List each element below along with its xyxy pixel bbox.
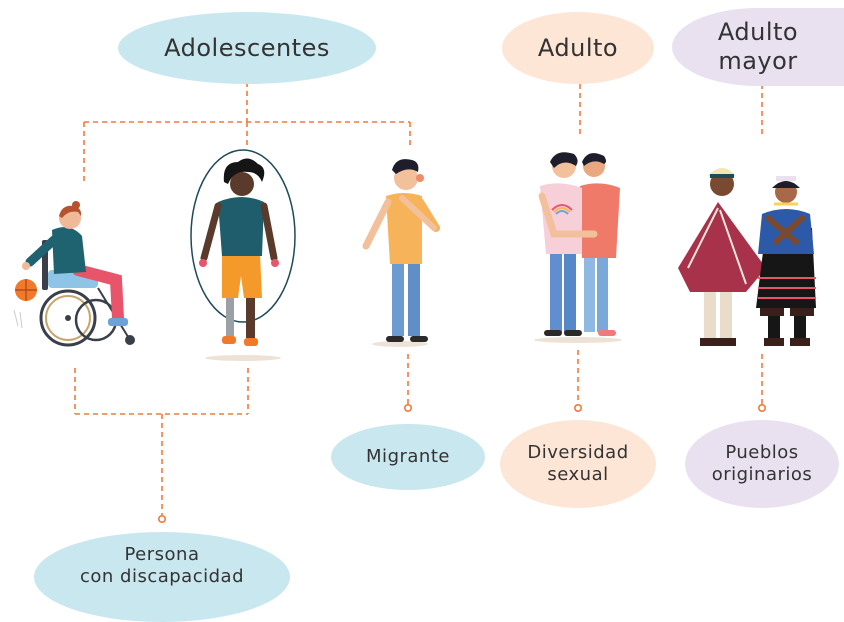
jump-rope-teen-illustration	[190, 149, 296, 361]
persona-label-line1: Persona	[124, 544, 200, 566]
adolescentes-bubble: Adolescentes	[118, 12, 376, 84]
pueblos-originarios-illustration	[678, 168, 816, 346]
diversidad-label-line2: sexual	[547, 464, 609, 485]
pueblos-originarios-bubble: Pueblos originarios	[685, 420, 839, 508]
adulto-mayor-label-line1: Adulto	[717, 18, 799, 47]
couple-illustration	[534, 152, 622, 343]
adulto-mayor-bubble: Adulto mayor	[672, 8, 844, 86]
persona-label-line2: con discapacidad	[79, 566, 244, 587]
persona-discapacidad-bubble: Persona con discapacidad	[34, 532, 290, 622]
connector-lines	[74, 82, 766, 523]
pueblos-label-line2: originarios	[711, 464, 813, 485]
adolescentes-label: Adolescentes	[164, 33, 330, 62]
diagram: Adolescentes Adulto Adulto mayor Migrant…	[13, 8, 844, 622]
adulto-bubble: Adulto	[502, 12, 654, 84]
wheelchair-user-illustration	[13, 201, 135, 347]
adulto-mayor-label-line2: mayor	[718, 47, 798, 75]
pueblos-label-line1: Pueblos	[725, 442, 799, 464]
adulto-label: Adulto	[537, 33, 619, 62]
diversidad-sexual-bubble: Diversidad sexual	[500, 420, 656, 508]
diversidad-label-line1: Diversidad	[527, 442, 629, 464]
migrante-bubble: Migrante	[331, 424, 485, 490]
migrant-teen-illustration	[362, 159, 440, 347]
migrante-label: Migrante	[366, 446, 450, 468]
